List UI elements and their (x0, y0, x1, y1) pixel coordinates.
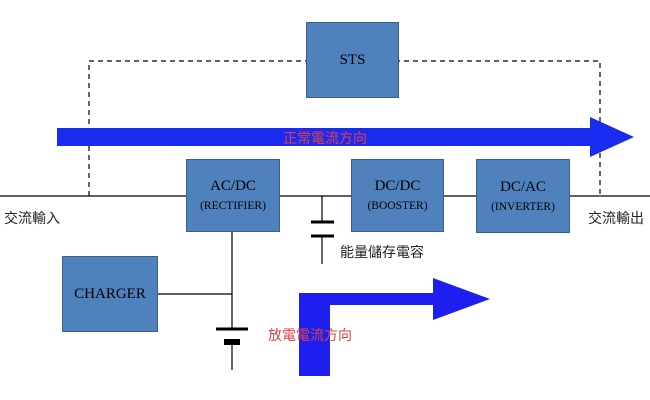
capacitor-label: 能量儲存電容 (340, 245, 424, 261)
battery-symbol (216, 327, 248, 370)
booster-sublabel: (BOOSTER) (367, 200, 428, 212)
sts-block: STS (306, 22, 399, 98)
normal-flow-arrow (57, 117, 634, 157)
rectifier-label: AC/DC (210, 178, 256, 194)
discharge-flow-label: 放電電流方向 (268, 328, 352, 344)
charger-label: CHARGER (74, 285, 146, 302)
rectifier-sublabel: (RECTIFIER) (200, 200, 266, 212)
ac-input-label: 交流輸入 (4, 211, 60, 227)
booster-label: DC/DC (374, 178, 421, 194)
capacitor-symbol (311, 196, 334, 264)
discharge-flow-arrow (299, 278, 490, 376)
inverter-block: DC/AC (INVERTER) (476, 159, 570, 233)
booster-block: DC/DC (BOOSTER) (351, 159, 444, 232)
charger-block: CHARGER (62, 256, 158, 332)
sts-label: STS (339, 51, 366, 68)
inverter-sublabel: (INVERTER) (491, 200, 555, 213)
ac-output-label: 交流輸出 (588, 211, 644, 227)
rectifier-block: AC/DC (RECTIFIER) (186, 159, 280, 232)
normal-flow-label: 正常電流方向 (283, 131, 367, 147)
inverter-label: DC/AC (500, 178, 546, 195)
